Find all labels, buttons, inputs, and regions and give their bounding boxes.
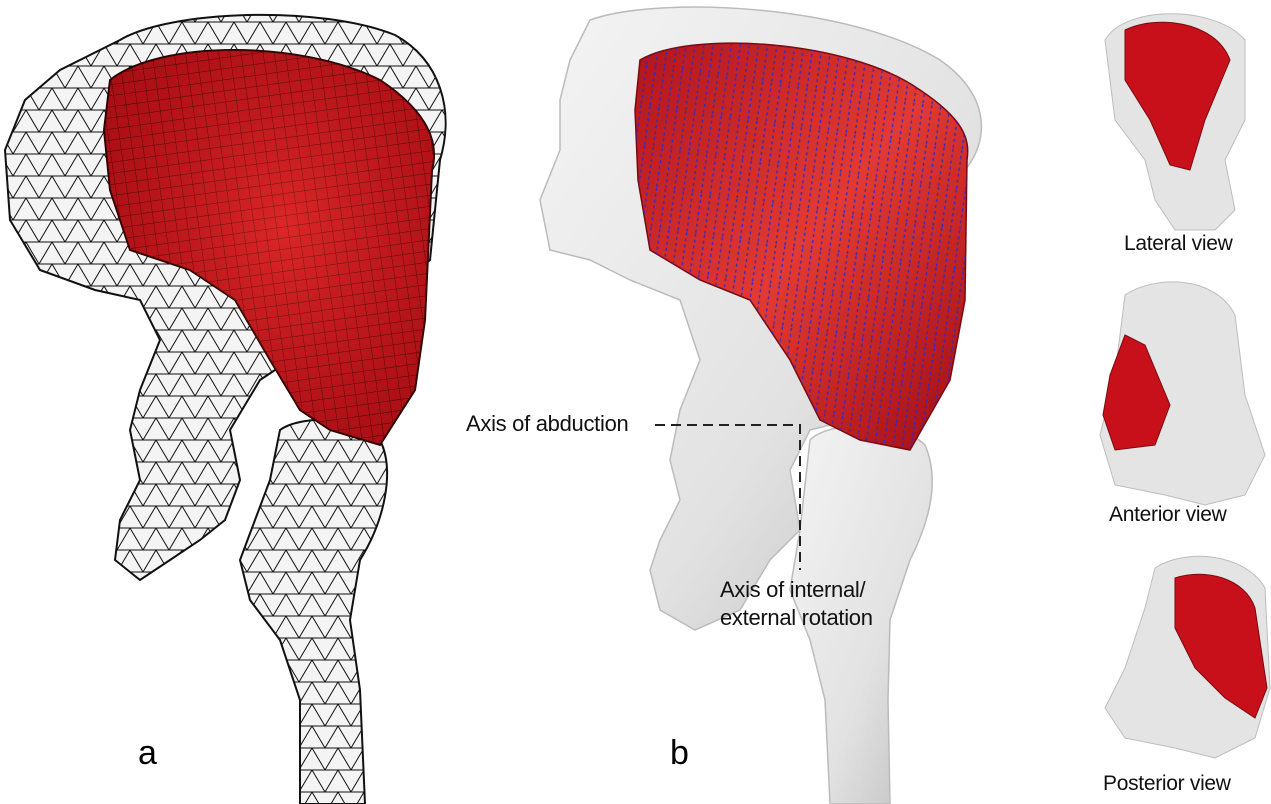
view-posterior: Posterior view xyxy=(1095,548,1271,804)
panel-b-illustration xyxy=(470,0,1090,804)
anterior-view-caption: Anterior view xyxy=(1109,503,1226,527)
panel-a-label: a xyxy=(138,736,157,770)
view-lateral: Lateral view xyxy=(1095,0,1271,265)
lateral-view-caption: Lateral view xyxy=(1124,232,1232,256)
rotation-axis-label-line2: external rotation xyxy=(720,605,873,630)
anterior-view-illustration xyxy=(1095,275,1271,530)
lateral-view-illustration xyxy=(1095,0,1271,265)
posterior-view-illustration xyxy=(1095,548,1271,804)
femur-wireframe xyxy=(240,420,387,804)
panel-a-illustration xyxy=(0,0,470,804)
rotation-axis-label-line1: Axis of internal/ xyxy=(720,577,865,602)
posterior-view-caption: Posterior view xyxy=(1103,772,1231,796)
panel-b-label: b xyxy=(670,736,689,770)
panel-a: a xyxy=(0,0,470,804)
view-anterior: Anterior view xyxy=(1095,275,1271,530)
panel-b: Axis of abduction Axis of internal/ exte… xyxy=(470,0,1090,804)
abduction-axis-label: Axis of abduction xyxy=(466,411,628,436)
